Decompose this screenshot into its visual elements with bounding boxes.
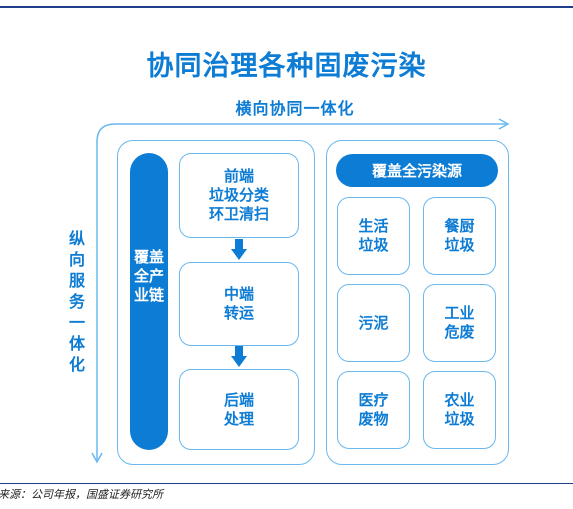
horizontal-axis-arrowhead xyxy=(498,118,510,130)
source-sludge: 污泥 xyxy=(337,284,410,362)
source-item-label: 餐厨 垃圾 xyxy=(444,217,475,254)
stage-front-end: 前端 垃圾分类 环卫清扫 xyxy=(179,153,299,238)
stage-back-end: 后端 处理 xyxy=(179,369,299,450)
stage-back-end-label: 后端 处理 xyxy=(223,390,254,428)
source-medical-waste: 医疗 废物 xyxy=(337,371,410,449)
arrow-down-icon xyxy=(231,239,247,260)
industry-chain-label: 覆盖全产业链 xyxy=(133,248,164,304)
industry-chain-panel xyxy=(117,140,315,465)
top-rule xyxy=(0,6,573,8)
industry-chain-bar xyxy=(130,153,168,450)
source-item-label: 农业 垃圾 xyxy=(444,391,475,428)
source-note: 来源：公司年报，国盛证券研究所 xyxy=(0,488,163,501)
source-kitchen-waste: 餐厨 垃圾 xyxy=(423,197,496,275)
source-agricultural-waste: 农业 垃圾 xyxy=(423,371,496,449)
source-item-label: 医疗 废物 xyxy=(358,391,389,428)
source-item-label: 污泥 xyxy=(358,313,389,332)
vertical-axis-arrowhead xyxy=(91,452,103,464)
diagram-title: 协同治理各种固废污染 xyxy=(146,51,427,82)
pollution-source-label: 覆盖全污染源 xyxy=(371,162,462,180)
horizontal-axis-label: 横向协同一体化 xyxy=(235,99,355,118)
bottom-rule xyxy=(0,483,573,484)
source-domestic-waste: 生活 垃圾 xyxy=(337,197,410,275)
vertical-axis-label: 纵向服务一体化 xyxy=(68,229,85,374)
pollution-source-panel xyxy=(326,140,509,465)
source-item-label: 生活 垃圾 xyxy=(358,217,389,254)
arrow-down-icon xyxy=(231,346,247,367)
source-industrial-hazardous-waste: 工业 危废 xyxy=(423,284,496,362)
stage-front-end-label: 前端 垃圾分类 环卫清扫 xyxy=(208,167,269,223)
stage-mid-end-label: 中端 转运 xyxy=(223,285,254,322)
source-item-label: 工业 危废 xyxy=(444,304,475,341)
stage-mid-end: 中端 转运 xyxy=(179,262,299,346)
horizontal-axis-arrow xyxy=(96,123,506,143)
pollution-source-header: 覆盖全污染源 xyxy=(336,154,498,187)
